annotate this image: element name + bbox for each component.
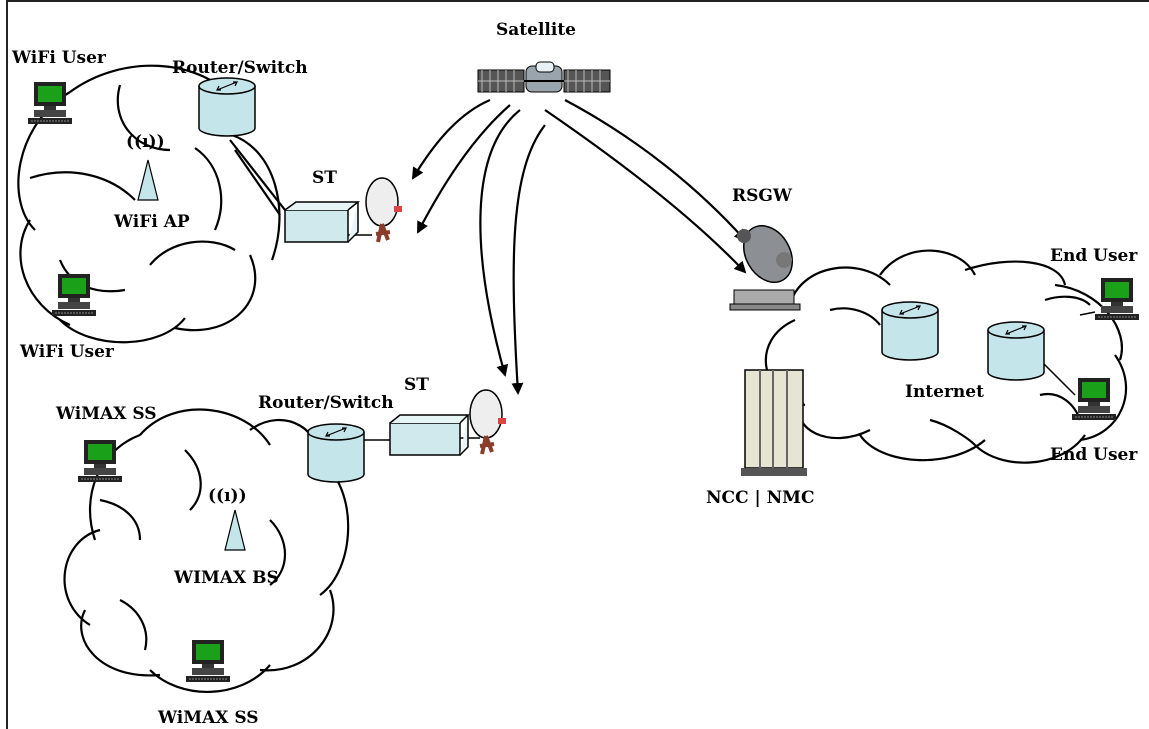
wifi-ap-signal: ((ı)): [126, 132, 165, 152]
wifi-user-bottom-label: WiFi User: [20, 342, 114, 362]
wimax-ss-bottom-label: WiMAX SS: [158, 708, 259, 728]
st-bottom-dish-icon: [468, 388, 508, 456]
wifi-ap-antenna-icon: [137, 159, 159, 201]
wifi-user-top-label: WiFi User: [12, 48, 106, 68]
router-switch-bottom-label: Router/Switch: [258, 393, 394, 413]
end-user-bottom-computer-icon: [1071, 377, 1117, 421]
internet-router-1-icon: [881, 301, 939, 361]
diagram-top-border: [6, 0, 1149, 2]
internet-cloud: [764, 249, 1128, 464]
st-top-box: [284, 209, 349, 243]
satellite-links: [411, 98, 747, 395]
internet-router-2-icon: [987, 321, 1045, 381]
st-top-dish-icon: [364, 176, 404, 244]
router-switch-top-label: Router/Switch: [172, 58, 308, 78]
router-top-icon: [198, 77, 256, 137]
satellite-label: Satellite: [496, 20, 577, 40]
router-bottom-icon: [307, 423, 365, 483]
end-user-top-label: End User: [1050, 246, 1138, 266]
ncc-nmc-server-icon: [741, 369, 807, 476]
rsgw-dish-icon: [729, 225, 801, 311]
wimax-network-cloud: [63, 408, 350, 693]
st-bottom-label: ST: [404, 375, 429, 395]
diagram-left-border: [6, 0, 8, 729]
wimax-ss-top-computer-icon: [77, 439, 123, 483]
wifi-ap-label: WiFi AP: [114, 212, 190, 232]
wimax-ss-top-label: WiMAX SS: [56, 404, 157, 424]
satellite-icon: [477, 61, 611, 93]
st-top-label: ST: [312, 168, 337, 188]
end-user-top-computer-icon: [1094, 277, 1140, 321]
internet-label: Internet: [905, 382, 984, 402]
wifi-user-top-computer-icon: [27, 81, 73, 125]
wifi-user-bottom-computer-icon: [51, 273, 97, 317]
st-bottom-box: [389, 422, 461, 456]
wimax-ss-bottom-computer-icon: [185, 639, 231, 683]
rsgw-label: RSGW: [732, 186, 793, 206]
end-user-bottom-label: End User: [1050, 445, 1138, 465]
wimax-bs-signal: ((ı)): [208, 486, 247, 506]
wimax-bs-antenna-icon: [224, 509, 246, 551]
wimax-bs-label: WIMAX BS: [174, 568, 279, 588]
ncc-nmc-label: NCC | NMC: [706, 488, 815, 508]
